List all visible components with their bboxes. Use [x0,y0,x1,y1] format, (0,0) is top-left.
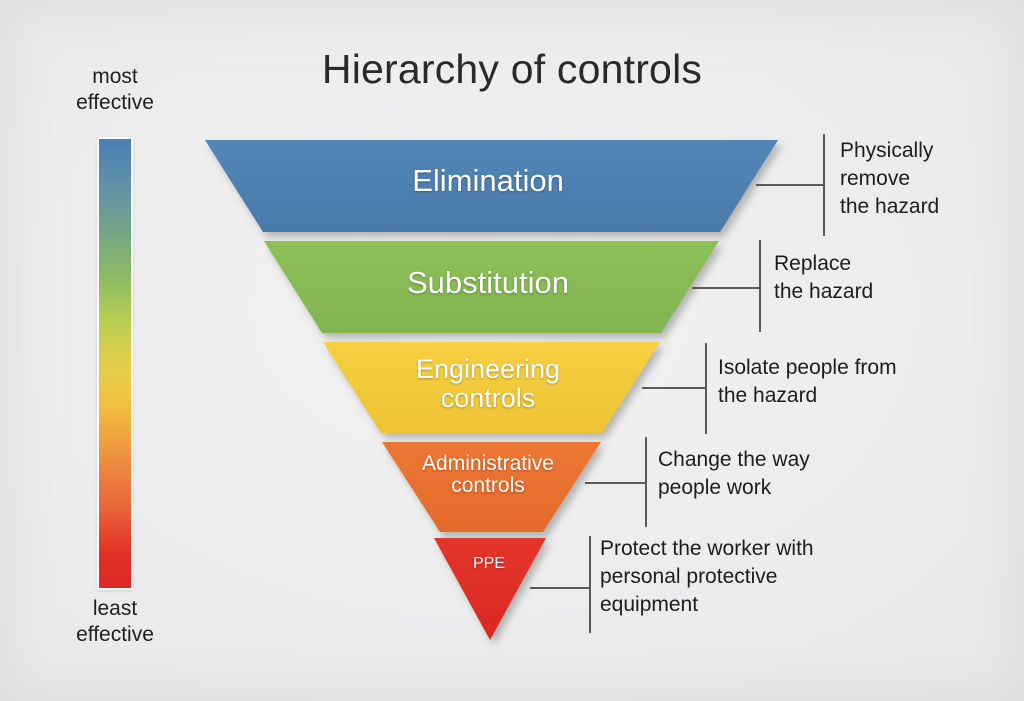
annotation-elimination-line3: the hazard [840,195,940,218]
funnel-band-elimination[interactable] [205,140,778,232]
annotation-ppe-line3: equipment [600,593,699,616]
annotation-administrative-line2: people work [658,476,772,499]
funnel-band-administrative-controls[interactable] [382,442,601,532]
leader-line-substitution [692,240,761,332]
scale-label-most-effective: most effective [10,64,220,116]
scale-least-line2: effective [76,623,154,646]
annotation-substitution-line1: Replace [774,252,852,275]
annotation-elimination-line1: Physically [840,139,934,162]
leader-line-elimination [756,134,825,236]
scale-least-line1: least [92,597,138,620]
annotation-ppe-line1: Protect the worker with [600,537,814,560]
funnel-band-ppe[interactable] [434,538,546,640]
scale-label-least-effective: least effective [10,596,220,648]
page-title: Hierarchy of controls [321,46,703,92]
annotation-substitution-line2: the hazard [774,280,874,303]
funnel-band-substitution[interactable] [264,241,719,333]
annotation-ppe: Protect the worker with personal protect… [600,535,1024,619]
annotation-engineering-line1: Isolate people from [718,356,897,379]
annotation-engineering-line2: the hazard [718,384,818,407]
leader-line-engineering-controls [642,343,707,434]
leader-line-administrative-controls [585,437,647,527]
scale-most-line1: most [92,65,138,88]
annotation-engineering-controls: Isolate people from the hazard [718,354,1024,410]
leader-line-ppe [530,536,591,633]
funnel-band-engineering-controls[interactable] [323,342,660,433]
annotation-elimination-line2: remove [840,167,911,190]
scale-most-line2: effective [76,91,154,114]
annotation-substitution: Replace the hazard [774,250,1024,306]
annotation-elimination: Physically remove the hazard [840,137,1024,221]
annotation-ppe-line2: personal protective [600,565,778,588]
effectiveness-gradient-bar [97,137,133,590]
annotation-administrative-line1: Change the way [658,448,810,471]
annotation-administrative-controls: Change the way people work [658,446,1024,502]
